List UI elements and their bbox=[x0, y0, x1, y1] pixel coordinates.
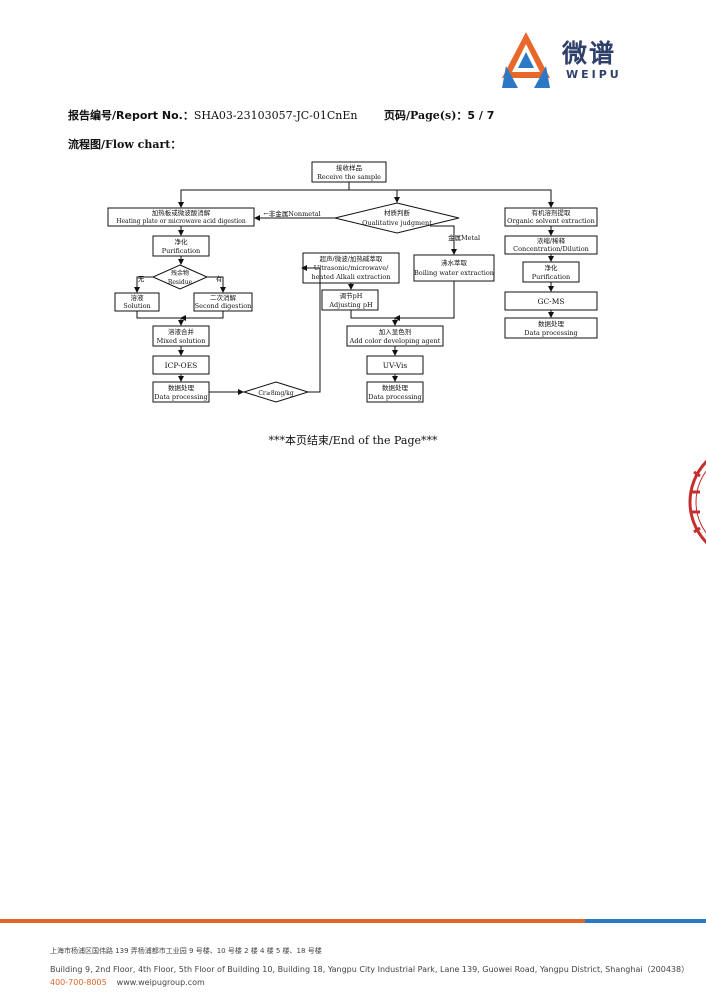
footer-bar bbox=[0, 919, 706, 923]
dp-right-cn: 数据处理 bbox=[538, 319, 565, 328]
organic-en: Organic solvent extraction bbox=[507, 217, 595, 225]
dp-left-en: Data processing bbox=[154, 393, 207, 401]
purif-right-cn: 净化 bbox=[545, 263, 559, 272]
ultra-en1: Ultrasonic/microwave/ bbox=[314, 264, 389, 272]
ph-cn: 调节pH bbox=[340, 291, 363, 300]
seal-stamp-icon bbox=[688, 459, 706, 545]
nonmetal-label: ←非金属Nonmetal bbox=[263, 209, 320, 218]
icp-label: ICP-OES bbox=[165, 361, 198, 370]
residue-en: Residue bbox=[168, 279, 193, 286]
ultra-cn: 超声/微波/加热碱萃取 bbox=[320, 254, 383, 263]
organic-cn: 有机溶剂提取 bbox=[532, 208, 572, 217]
weipu-logo-icon bbox=[502, 32, 550, 88]
conc-cn: 浓缩/稀释 bbox=[537, 236, 566, 245]
footer-contact: 400-700-8005 www.weipugroup.com bbox=[50, 978, 205, 987]
metal-label: 金属Metal bbox=[448, 233, 480, 242]
end-of-page-text: ***本页结束/End of the Page*** bbox=[268, 434, 438, 447]
second-digestion-cn: 二次消解 bbox=[210, 293, 237, 302]
dp-right-en: Data processing bbox=[524, 329, 577, 337]
gcms-label: GC-MS bbox=[537, 297, 564, 306]
footer-address-en: Building 9, 2nd Floor, 4th Floor, 5th Fl… bbox=[50, 965, 690, 974]
ph-en: Adjusting pH bbox=[328, 301, 373, 309]
dp-left-cn: 数据处理 bbox=[168, 383, 195, 392]
footer-website: www.weipugroup.com bbox=[116, 978, 205, 987]
judge-en: Qualitative judgment bbox=[362, 219, 432, 227]
page-indicator: 页码/Page(s)：5 / 7 bbox=[384, 107, 494, 123]
flow-chart-title: 流程图/Flow chart： bbox=[68, 138, 182, 151]
flow-chart: 接收样品 Receive the sample 材质判断 Qualitative… bbox=[107, 161, 598, 403]
boiling-cn: 沸水萃取 bbox=[441, 258, 468, 267]
report-number-value: SHA03-23103057-JC-01CnEn bbox=[193, 109, 358, 122]
boiling-en: Boiling water extraction bbox=[414, 269, 494, 277]
dp-right-box bbox=[504, 317, 598, 339]
mixed-cn: 溶液合并 bbox=[168, 327, 195, 336]
conc-en: Concentration/Dilution bbox=[513, 245, 589, 253]
connector-lines bbox=[134, 182, 554, 395]
dp-mid-box bbox=[366, 381, 424, 403]
residue-diamond bbox=[151, 264, 209, 290]
dp-mid-en: Data processing bbox=[368, 393, 421, 401]
judge-diamond bbox=[334, 202, 460, 234]
uvvis-label: UV-Vis bbox=[383, 361, 408, 370]
receive-en: Receive the sample bbox=[317, 173, 381, 181]
purif-right-en: Purification bbox=[532, 273, 570, 281]
second-digestion-en: Second digestion bbox=[195, 302, 252, 310]
heating-cn: 加热板或微波酸消解 bbox=[152, 208, 211, 217]
page-value: 5 / 7 bbox=[467, 109, 495, 122]
color-agent-en: Add color developing agent bbox=[349, 337, 441, 345]
purif-left-en: Purification bbox=[162, 247, 200, 255]
ph-box bbox=[321, 289, 379, 311]
dp-mid-cn: 数据处理 bbox=[382, 383, 409, 392]
footer-phone: 400-700-8005 bbox=[50, 978, 107, 987]
solution-en: Solution bbox=[123, 302, 150, 310]
mixed-en: Mixed solution bbox=[157, 337, 206, 345]
receive-cn: 接收样品 bbox=[336, 163, 362, 172]
page-label: 页码/Page(s)： bbox=[384, 109, 468, 122]
residue-cn: 残余物 bbox=[171, 269, 189, 277]
color-agent-cn: 加入显色剂 bbox=[379, 327, 412, 336]
judge-cn: 材质判断 bbox=[384, 208, 411, 217]
report-number-line: 报告编号/Report No.：SHA03-23103057-JC-01CnEn bbox=[68, 107, 358, 123]
logo-text-en: WEIPU bbox=[566, 68, 622, 81]
heating-en: Heating plate or microwave acid digestio… bbox=[116, 218, 246, 225]
yes-label: 有 bbox=[216, 274, 223, 283]
purif-left-cn: 净化 bbox=[175, 237, 189, 246]
cr-diamond bbox=[242, 381, 310, 403]
solution-cn: 溶液 bbox=[131, 293, 145, 302]
cr-label: Cr≥8mg/kg bbox=[258, 390, 293, 397]
footer-address-cn: 上海市杨浦区国伟路 139 弄杨浦都市工业园 9 号楼、10 号楼 2 楼 4 … bbox=[50, 947, 322, 955]
ultra-en2: heated Alkali extraction bbox=[312, 273, 391, 281]
logo-text-cn: 微谱 bbox=[562, 39, 617, 68]
no-label: 无 bbox=[138, 275, 145, 283]
report-number-label: 报告编号/Report No.： bbox=[68, 109, 194, 122]
